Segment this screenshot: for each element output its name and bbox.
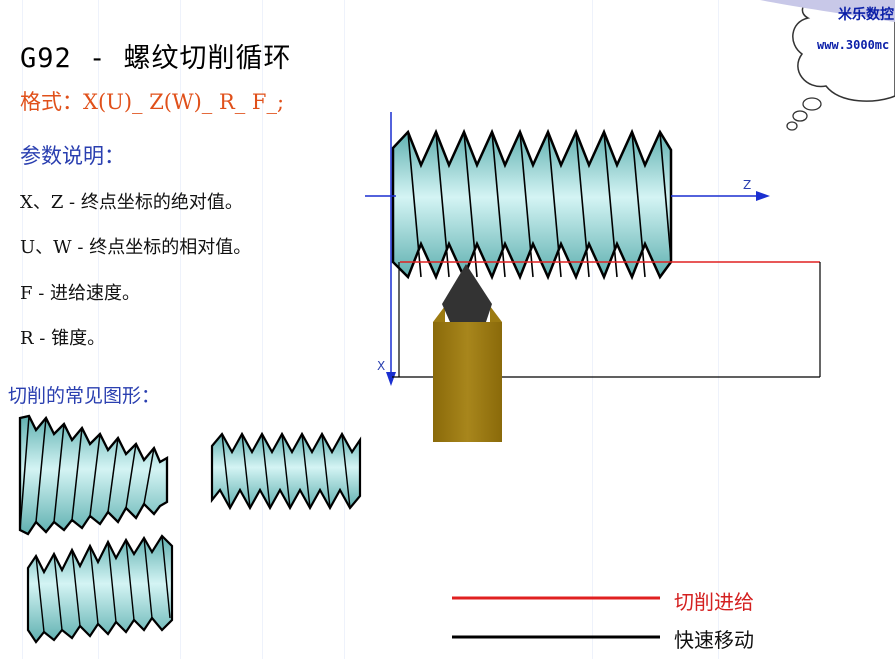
background-stripe [98,0,99,659]
param-uw: U、W - 终点坐标的相对值。 [20,237,252,258]
z-axis-label: Z [743,178,752,192]
background-stripe [262,0,263,659]
brand-url: www.3000mc [817,38,890,52]
brand-name: 米乐数控 [838,7,894,23]
legend-cut-label: 切削进给 [674,590,754,614]
legend-rapid-label: 快速移动 [674,628,754,652]
background-stripe [180,0,181,659]
background-stripe [592,0,593,659]
page-title: G92 - 螺纹切削循环 [20,43,292,74]
param-xz: X、Z - 终点坐标的绝对值。 [20,192,243,213]
thread-shape-tapered-large [18,414,169,536]
background-stripe [718,0,719,659]
shapes-heading: 切削的常见图形： [8,385,161,407]
brand-cloud-logo [760,0,895,131]
x-axis-label: X [377,359,386,373]
thread-shape-tapered-small [26,534,174,644]
params-heading: 参数说明： [20,144,125,168]
cutting-tool [433,264,502,442]
thread-shape-straight [210,431,362,511]
param-f: F - 进给速度。 [20,283,141,304]
x-axis [386,112,396,386]
background-stripe [22,0,23,659]
format-syntax: 格式：X(U)_ Z(W)_ R_ F_; [20,90,285,114]
main-threaded-workpiece [391,128,673,281]
param-r: R - 锥度。 [20,328,106,349]
background-stripe [344,0,345,659]
